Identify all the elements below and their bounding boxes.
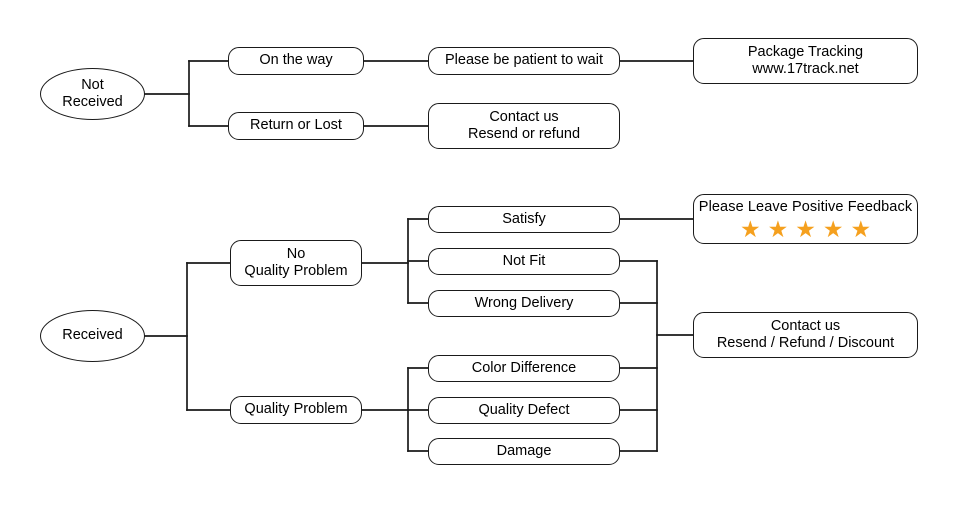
star-icon-5[interactable]: ★ [850,215,872,242]
node-not-received[interactable]: Not Received [40,68,145,120]
node-no-quality-problem-line1: No [286,245,306,262]
node-received-label: Received [62,327,123,344]
star-rating[interactable]: ★ ★ ★ ★ ★ [739,215,872,242]
node-not-received-line1: Not [81,76,104,93]
node-leave-positive-feedback[interactable]: Please Leave Positive Feedback ★ ★ ★ ★ ★ [693,194,918,244]
node-contact-us-resend-or-refund[interactable]: Contact us Resend or refund [428,103,620,149]
node-quality-problem[interactable]: Quality Problem [230,396,362,424]
node-satisfy[interactable]: Satisfy [428,206,620,233]
node-received[interactable]: Received [40,310,145,362]
node-on-the-way[interactable]: On the way [228,47,364,75]
node-contact-us-resend-line1: Contact us [489,108,559,125]
node-not-received-line2: Received [62,94,123,110]
node-not-fit-label: Not Fit [502,252,546,269]
node-return-or-lost-label: Return or Lost [250,117,342,134]
node-contact-us-discount-line1: Contact us [770,317,841,334]
node-wrong-delivery[interactable]: Wrong Delivery [428,290,620,317]
star-icon-2[interactable]: ★ [767,215,789,242]
node-damage-label: Damage [496,442,552,459]
node-please-be-patient-to-wait[interactable]: Please be patient to wait [428,47,620,75]
node-satisfy-label: Satisfy [502,210,546,227]
node-quality-defect-label: Quality Defect [478,401,570,418]
node-damage[interactable]: Damage [428,438,620,465]
node-color-difference[interactable]: Color Difference [428,355,620,382]
node-no-quality-problem[interactable]: No Quality Problem [230,240,362,286]
node-package-tracking[interactable]: Package Tracking www.17track.net [693,38,918,84]
node-contact-us-resend-refund-discount[interactable]: Contact us Resend / Refund / Discount [693,312,918,358]
node-wrong-delivery-label: Wrong Delivery [474,294,574,311]
node-quality-problem-label: Quality Problem [244,401,348,418]
star-icon-3[interactable]: ★ [795,215,816,242]
node-not-fit[interactable]: Not Fit [428,248,620,275]
star-icon-4[interactable]: ★ [822,215,844,242]
node-color-difference-label: Color Difference [471,359,577,376]
node-on-the-way-label: On the way [259,52,333,69]
star-icon-1[interactable]: ★ [739,215,761,242]
node-please-wait-label: Please be patient to wait [445,52,603,69]
node-package-tracking-line1: Package Tracking [747,43,864,60]
node-contact-us-discount-line2: Resend / Refund / Discount [716,335,895,351]
feedback-caption: Please Leave Positive Feedback [698,199,913,216]
node-quality-defect[interactable]: Quality Defect [428,397,620,424]
node-contact-us-resend-line2: Resend or refund [467,126,581,142]
node-no-quality-problem-line2: Quality Problem [244,263,348,279]
node-package-tracking-url: www.17track.net [752,61,859,77]
node-return-or-lost[interactable]: Return or Lost [228,112,364,140]
